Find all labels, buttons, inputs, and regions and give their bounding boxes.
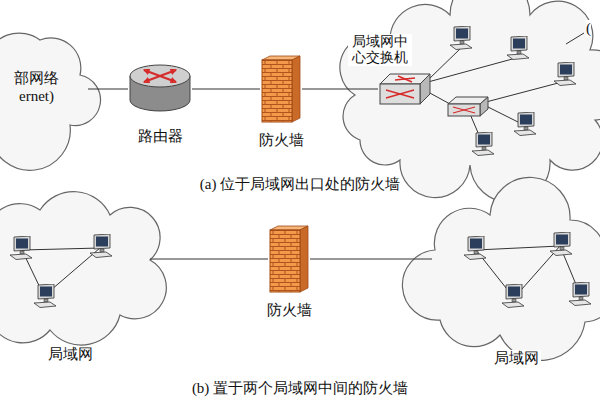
network-node: 局域网 xyxy=(432,210,600,338)
node-label: 部网络 ernet) xyxy=(9,70,65,105)
node-label: 局域网中心交换机 xyxy=(348,34,412,66)
node-label: 路由器 xyxy=(136,128,185,145)
network-link xyxy=(150,258,268,259)
figure-caption: (b) 置于两个局域网中间的防火墙 xyxy=(192,379,408,398)
node-label: 防火墙 xyxy=(265,302,314,319)
network-link xyxy=(310,258,432,259)
network-node: 路由器 xyxy=(128,60,192,118)
figure-caption: (a) 位于局域网出口处的防火墙 xyxy=(200,175,400,194)
node-label: 局域网 xyxy=(46,346,95,363)
network-link xyxy=(302,88,378,89)
network-link xyxy=(192,88,260,89)
network-node: 防火墙 xyxy=(260,54,302,124)
node-label: 局域网 xyxy=(492,350,541,367)
network-node: 局域网中心交换机 xyxy=(378,72,432,106)
network-link xyxy=(88,88,128,89)
network-node: 部网络 ernet) xyxy=(0,40,88,135)
node-label: 防火墙 xyxy=(257,132,306,149)
callout-fragment: ( xyxy=(586,20,591,37)
network-node: 防火墙 xyxy=(268,224,310,294)
network-node: 局域网 xyxy=(0,205,150,330)
